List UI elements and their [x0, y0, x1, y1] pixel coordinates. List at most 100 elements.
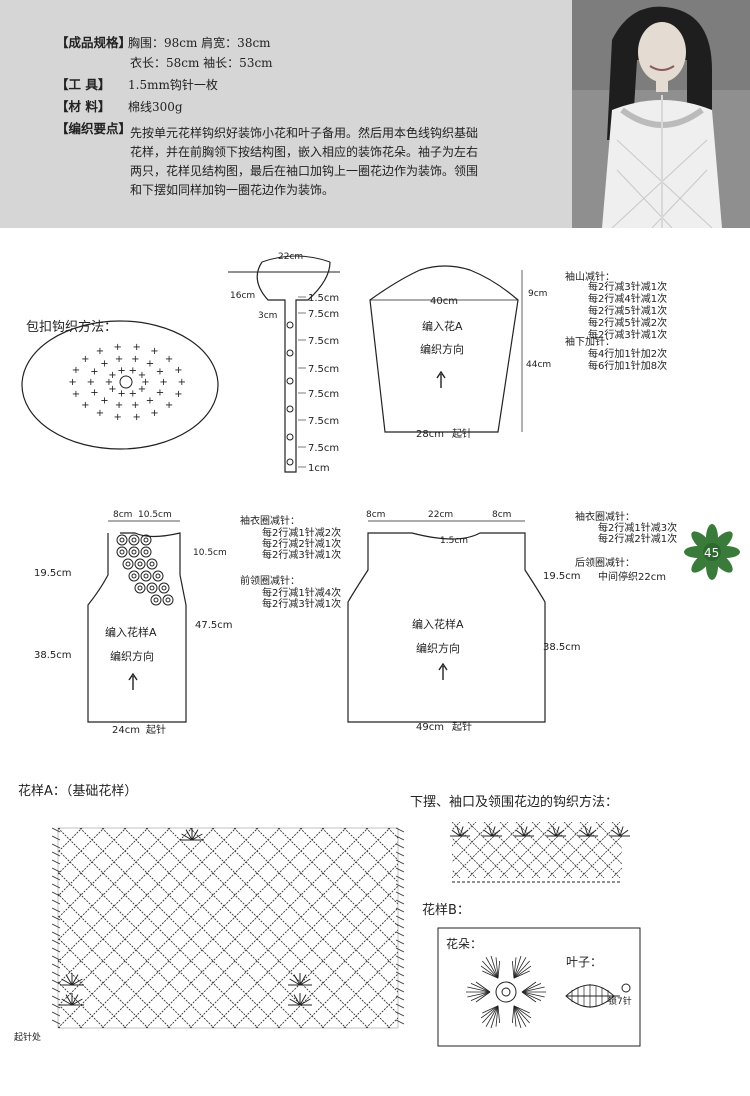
notes-line: 两只，花样见结构图，最后在袖口加钩上一圈花边作为装饰。领围: [130, 164, 479, 178]
front-direction-arrow: [128, 672, 138, 690]
motif-circle: [128, 534, 140, 546]
stitch-symbol: +: [115, 354, 123, 365]
rule-text: 每2行减1针减2次: [262, 526, 341, 539]
edging-mesh: [452, 822, 622, 878]
rule-text: 每2行减3针减1次: [588, 328, 667, 341]
fan-stitch: [61, 998, 73, 1006]
back-armhole-title: 袖衣圈减针：: [575, 510, 635, 523]
sleeve-cap-rules: 每2行减3针减1次每2行减4针减1次每2行减5针减1次每2行减5针减2次每2行减…: [588, 280, 667, 341]
placket-spacing: 7.5cm: [308, 364, 339, 375]
page-number-badge: 45: [684, 524, 740, 580]
edging-fan: [451, 829, 461, 837]
edging-fan: [520, 826, 525, 837]
petal-stitch: [482, 970, 499, 979]
spec-tool-label: 【工 具】: [56, 77, 111, 92]
fan-stitch: [185, 829, 193, 841]
spec-material-value: 棉线300g: [128, 100, 183, 114]
spec-tool-row: 【工 具】1.5mm钩针一枚: [56, 76, 218, 94]
placket-spacing: 7.5cm: [308, 416, 339, 427]
rule-text: 每2行减2针减1次: [598, 532, 677, 545]
motif-circle: [152, 570, 164, 582]
fan-stitch: [289, 978, 301, 986]
spec-size-line2: 衣长：58cm 袖长：53cm: [130, 56, 273, 70]
spec-size-row: 【成品规格】胸围：98cm 肩宽：38cm: [56, 34, 271, 52]
rule-text: 每2行减5针减2次: [588, 316, 667, 329]
sleeve-direction-arrow: [436, 370, 446, 388]
sleeve-diagram: 40cm 9cm 44cm 编入花A 编织方向 28cm 起针 袖山减针： 每2…: [369, 265, 667, 440]
stitch-symbol: +: [156, 387, 164, 398]
stitch-symbol: +: [156, 367, 164, 378]
motif-circle: [128, 570, 140, 582]
front-start: 起针: [146, 723, 166, 736]
fan-stitch: [191, 829, 199, 841]
front-neck-title: 前领圈减针：: [240, 574, 300, 587]
edging-fan: [619, 829, 629, 837]
stitch-symbol: +: [96, 408, 104, 419]
back-direction: 编织方向: [416, 641, 460, 655]
stitch-symbol: +: [138, 384, 146, 395]
sleeve-cap-title: 袖山减针：: [565, 270, 615, 283]
petal-stitch: [513, 955, 522, 979]
stitch-symbol: +: [81, 400, 89, 411]
fan-stitch: [65, 994, 73, 1006]
rule-text: 每2行减3针减1次: [262, 548, 341, 561]
stitch-symbol: +: [132, 412, 140, 423]
fan-stitch: [65, 974, 73, 986]
front-armhole-height: 19.5cm: [34, 568, 72, 579]
pattern-a-chart: 花样A：（基础花样） 起针处: [14, 783, 405, 1043]
edging-fan: [619, 826, 624, 837]
edging-fan: [523, 829, 533, 837]
edging-fan: [515, 829, 525, 837]
edging-fan: [459, 829, 469, 837]
front-bottom: 24cm: [112, 725, 140, 736]
placket-spacing: 7.5cm: [308, 443, 339, 454]
button-circle: [286, 405, 294, 413]
sleeve-inc-title: 袖下加针：: [565, 335, 615, 348]
sleeve-bottom: 28cm: [416, 429, 444, 440]
petal-stitch: [513, 960, 530, 979]
petal-stitch: [513, 970, 530, 979]
petal-stitch: [513, 1005, 522, 1029]
motif-circle: [134, 582, 146, 594]
back-top-middle: 22cm: [428, 510, 453, 520]
edging-fan: [611, 829, 621, 837]
rule-text: 每2行减1针减3次: [598, 521, 677, 534]
stitch-symbol: +: [141, 377, 149, 388]
petal-stitch: [521, 982, 542, 993]
spec-notes-text: 先按单元花样钩织好装饰小花和叶子备用。然后用本色线钩织基础 花样，并在前胸领下按…: [130, 124, 550, 200]
motif-circle: [116, 534, 128, 546]
placket-spacing: 7.5cm: [308, 309, 339, 320]
back-top-right: 8cm: [492, 510, 511, 520]
petal-stitch: [497, 960, 501, 979]
fan-stitch: [71, 978, 83, 986]
petal-stitch: [513, 1005, 530, 1024]
petal-stitch: [482, 960, 499, 979]
model-photo-illustration: [572, 0, 750, 228]
edging-fan: [616, 826, 621, 837]
petal-stitch: [513, 1005, 517, 1027]
placket-left-b: 3cm: [258, 311, 277, 321]
stitch-symbol: +: [129, 366, 137, 377]
spec-size-row-2: 衣长：58cm 袖长：53cm: [130, 54, 273, 72]
petal-stitch: [513, 1005, 527, 1027]
stitch-symbol: +: [150, 408, 158, 419]
placket-spacing: 7.5cm: [308, 336, 339, 347]
petal-stitch: [497, 1005, 501, 1024]
rule-text: 每2行减5针减1次: [588, 304, 667, 317]
stitch-symbol: +: [100, 396, 108, 407]
pattern-a-start-label: 起针处: [14, 1031, 41, 1043]
notes-line: 先按单元花样钩织好装饰小花和叶子备用。然后用本色线钩织基础: [130, 126, 479, 140]
petal-stitch: [511, 960, 515, 979]
placket-spacing: 1cm: [308, 463, 330, 474]
petal-stitch: [521, 991, 542, 1002]
stitch-symbol: +: [131, 354, 139, 365]
stitch-symbol: +: [90, 367, 98, 378]
petal-stitch: [513, 965, 532, 979]
edging-fan: [459, 826, 464, 837]
edging-stitches: [450, 822, 630, 883]
stitch-symbol: +: [96, 346, 104, 357]
edging-fan: [456, 826, 461, 837]
